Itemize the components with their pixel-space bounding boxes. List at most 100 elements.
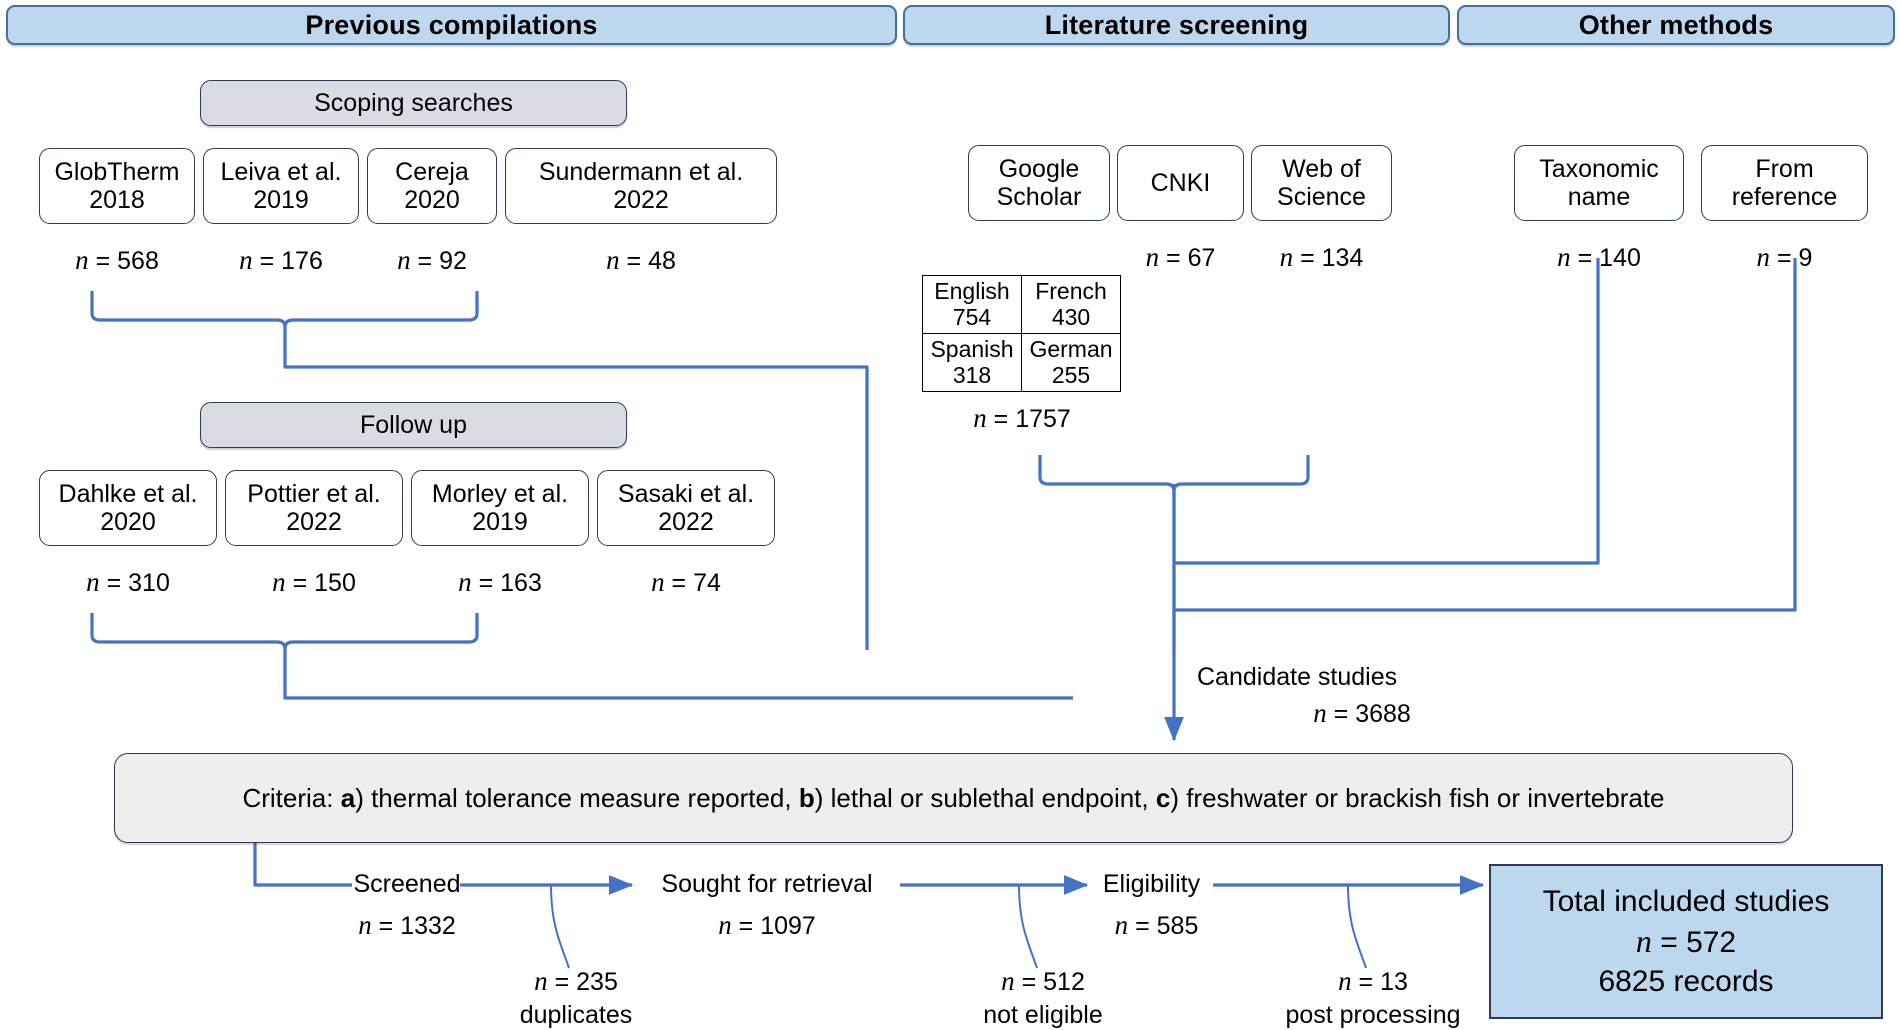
source-box-morley[interactable]: Morley et al. 2019 [411, 470, 589, 546]
source-line-1: Taxonomic [1539, 155, 1659, 183]
stage-text: Eligibility [1102, 870, 1201, 898]
section-tab-label: Scoping searches [314, 88, 513, 117]
stage-label-sought-for-retrieval: Sought for retrieval [633, 870, 901, 899]
source-box-globtherm[interactable]: GlobTherm 2018 [39, 148, 195, 224]
n-value: 67 [1187, 244, 1216, 272]
n-symbol: n [534, 966, 548, 996]
equals-symbol: = [1293, 244, 1322, 272]
source-line-2: Scholar [996, 183, 1082, 211]
equals-symbol: = [731, 912, 761, 940]
n-value: 1757 [1015, 405, 1071, 433]
lang-count: 430 [1051, 303, 1091, 330]
banner-literature-screening[interactable]: Literature screening [903, 5, 1450, 45]
language-breakdown-table: English 754 French 430 Spanish 318 Germa… [922, 275, 1121, 392]
n-value: 74 [693, 569, 721, 597]
criteria-marker-b: b [798, 782, 815, 813]
source-box-google-scholar[interactable]: Google Scholar [968, 145, 1110, 221]
table-row: English 754 French 430 [922, 275, 1121, 334]
equals-symbol: = [1351, 968, 1381, 996]
banner-label: Literature screening [1044, 9, 1309, 40]
banner-previous-compilations[interactable]: Previous compilations [6, 5, 897, 45]
n-label-pottier: n = 150 [225, 567, 403, 598]
n-symbol: n [973, 403, 987, 433]
equals-symbol: = [88, 247, 118, 275]
n-value: 176 [281, 247, 323, 275]
source-line-1: Sundermann et al. [538, 158, 744, 186]
source-line-1: Cereja [395, 158, 469, 186]
post-processing-curve [1347, 884, 1367, 969]
equals-symbol: = [664, 569, 694, 597]
source-line-2: Science [1277, 183, 1366, 211]
n-value: 235 [576, 968, 618, 996]
n-label-language-total: n = 1757 [922, 403, 1122, 434]
lang-count: 255 [1051, 361, 1091, 388]
source-box-web-of-science[interactable]: Web of Science [1251, 145, 1392, 221]
criteria-text-b: ) lethal or sublethal endpoint, [814, 782, 1156, 813]
equals-symbol: = [252, 247, 282, 275]
n-symbol: n [1114, 910, 1129, 940]
criteria-text-a: ) thermal tolerance measure reported, [355, 782, 799, 813]
criteria-box[interactable]: Criteria: a) thermal tolerance measure r… [114, 753, 1793, 843]
lang-count: 754 [952, 303, 992, 330]
source-box-sasaki[interactable]: Sasaki et al. 2022 [597, 470, 775, 546]
source-line-2: 2019 [253, 186, 309, 214]
source-box-from-reference[interactable]: From reference [1701, 145, 1868, 221]
source-box-taxonomic-name[interactable]: Taxonomic name [1514, 145, 1684, 221]
equals-symbol: = [1014, 968, 1044, 996]
lang-name: French [1035, 278, 1107, 305]
table-row: Spanish 318 German 255 [922, 333, 1121, 392]
source-box-leiva[interactable]: Leiva et al. 2019 [203, 148, 359, 224]
equals-symbol: = [619, 247, 649, 275]
n-symbol: n [1279, 242, 1294, 272]
n-symbol: n [1145, 242, 1160, 272]
n-symbol: n [718, 910, 732, 940]
stage-label-eligibility: Eligibility [1089, 870, 1214, 899]
n-symbol: n [358, 910, 372, 940]
source-line-2: 2022 [286, 508, 342, 536]
taxonomic-connector [1174, 258, 1600, 565]
source-box-pottier[interactable]: Pottier et al. 2022 [225, 470, 403, 546]
stage-label-screened: Screened [352, 870, 462, 899]
n-value: 568 [117, 247, 159, 275]
equals-symbol: = [285, 569, 315, 597]
n-label-from-reference: n = 9 [1701, 242, 1868, 273]
n-label-screened: n = 1332 [342, 910, 472, 941]
n-value: 92 [439, 247, 467, 275]
source-line-1: Web of [1282, 155, 1361, 183]
section-tab-scoping-searches[interactable]: Scoping searches [200, 80, 627, 126]
equals-symbol: = [1570, 244, 1600, 272]
source-box-dahlke[interactable]: Dahlke et al. 2020 [39, 470, 217, 546]
equals-symbol: = [1159, 244, 1188, 272]
n-symbol: n [239, 245, 253, 275]
n-label-sought-for-retrieval: n = 1097 [633, 910, 901, 941]
criteria-marker-a: a [340, 782, 356, 813]
total-included-studies-box[interactable]: Total included studies n = 572 6825 reco… [1489, 864, 1883, 1019]
criteria-marker-c: c [1155, 782, 1171, 813]
banner-label: Other methods [1578, 9, 1774, 40]
n-value: 1332 [400, 912, 456, 940]
equals-symbol: = [1326, 700, 1356, 728]
source-line-1: Google [998, 155, 1080, 183]
source-line-2: 2019 [472, 508, 528, 536]
n-value: 140 [1599, 244, 1641, 272]
total-records: 6825 records [1598, 965, 1774, 999]
section-tab-follow-up[interactable]: Follow up [200, 402, 627, 448]
exclusion-reason-post-processing: post processing [1278, 1001, 1468, 1030]
candidate-label-text: Candidate studies [1197, 663, 1398, 691]
exclusion-reason-not-eligible: not eligible [948, 1001, 1138, 1030]
source-line-1: From [1755, 155, 1814, 183]
n-symbol: n [75, 245, 89, 275]
source-box-sundermann[interactable]: Sundermann et al. 2022 [505, 148, 777, 224]
n-value: 163 [500, 569, 542, 597]
source-box-cereja[interactable]: Cereja 2020 [367, 148, 497, 224]
n-value: 310 [128, 569, 170, 597]
source-box-cnki[interactable]: CNKI [1117, 145, 1244, 221]
n-label-sasaki: n = 74 [597, 567, 775, 598]
n-label-morley: n = 163 [411, 567, 589, 598]
equals-symbol: = [410, 247, 440, 275]
n-value: 9 [1798, 244, 1813, 272]
n-label-not-eligible: n = 512 [948, 966, 1138, 997]
banner-other-methods[interactable]: Other methods [1457, 5, 1895, 45]
source-line-2: 2020 [100, 508, 156, 536]
